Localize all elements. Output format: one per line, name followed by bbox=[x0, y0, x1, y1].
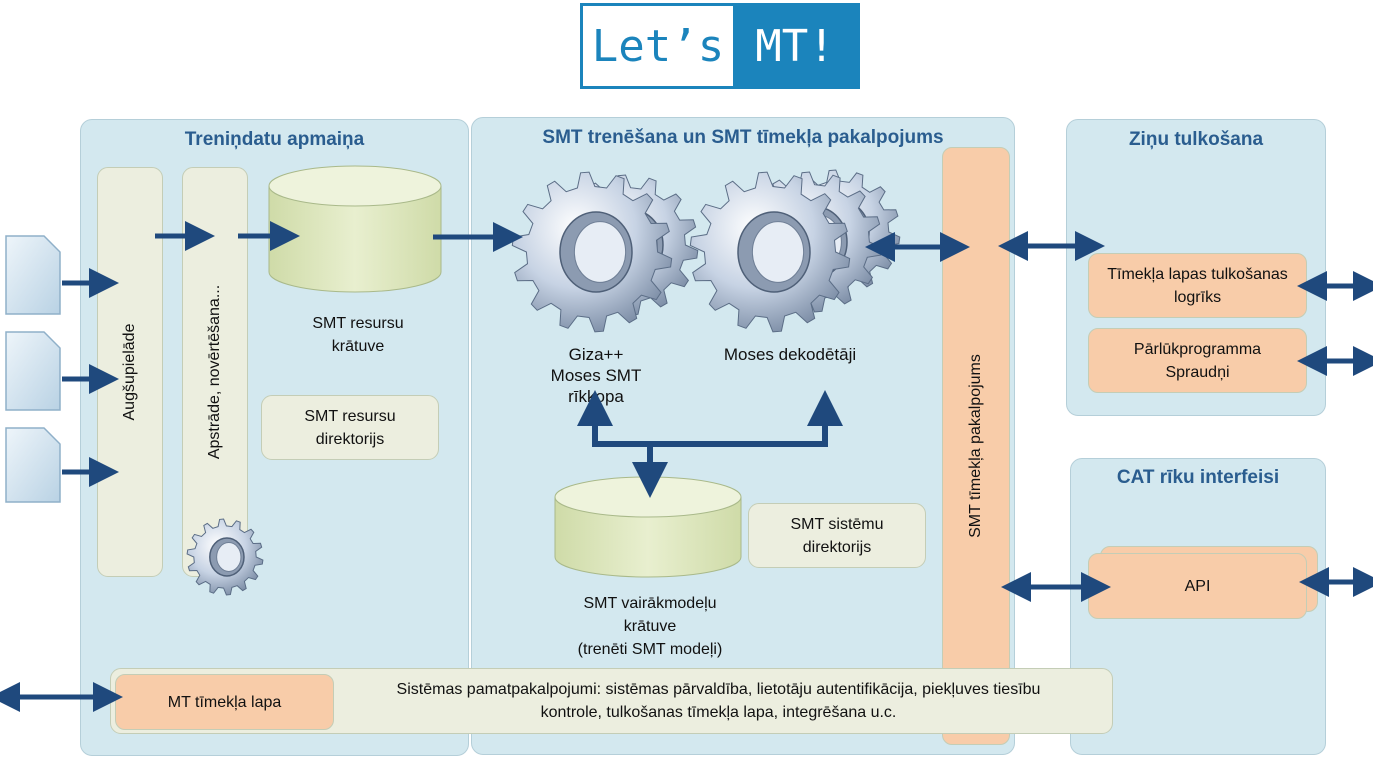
web-widget-box: Tīmekļa lapas tulkošanas logrīks bbox=[1088, 253, 1307, 318]
core-services-label: Sistēmas pamatpakalpojumi: sistēmas pārv… bbox=[396, 681, 1041, 721]
document-icon bbox=[5, 235, 61, 315]
moses-decoders-label: Moses dekodētāji bbox=[723, 345, 857, 364]
lets-mt-logo: Let’s MT! bbox=[580, 3, 860, 89]
mt-web-page-label: MT tīmekļa lapa bbox=[167, 693, 282, 711]
database-cylinder-icon bbox=[268, 165, 442, 293]
panel-title: Ziņu tulkošana bbox=[1128, 129, 1264, 150]
model-store-label: SMT vairākmodeļu krātuve (trenēti SMT mo… bbox=[577, 595, 723, 658]
panel-title: CAT rīku interfeisi bbox=[1116, 467, 1280, 488]
browser-plugins-label: Pārlūkprogramma Spraudņi bbox=[1133, 340, 1262, 381]
smt-system-directory: SMT sistēmu direktorijs bbox=[748, 503, 926, 568]
mt-web-page-box: MT tīmekļa lapa bbox=[115, 674, 334, 730]
api-label: API bbox=[1184, 577, 1211, 595]
system-directory-label: SMT sistēmu direktorijs bbox=[790, 515, 884, 556]
gear-icon bbox=[186, 518, 264, 596]
logo-right-text: MT! bbox=[733, 6, 857, 86]
api-box: API bbox=[1088, 553, 1307, 619]
web-widget-label: Tīmekļa lapas tulkošanas logrīks bbox=[1107, 265, 1288, 306]
arrow-icon bbox=[592, 402, 828, 447]
resource-directory-label: SMT resursu direktorijs bbox=[304, 407, 396, 448]
document-icon bbox=[5, 427, 61, 503]
database-cylinder-icon bbox=[554, 476, 742, 578]
panel-title: Treniņdatu apmaiņa bbox=[184, 129, 365, 150]
panel-title: SMT trenēšana un SMT tīmekļa pakalpojums bbox=[542, 127, 944, 148]
gear-icon bbox=[689, 171, 851, 333]
gear-icon bbox=[511, 171, 673, 333]
smt-resource-directory: SMT resursu direktorijs bbox=[261, 395, 439, 460]
resource-store-label: SMT resursu krātuve bbox=[312, 315, 404, 355]
logo-left-text: Let’s bbox=[591, 20, 725, 72]
document-icon bbox=[5, 331, 61, 411]
